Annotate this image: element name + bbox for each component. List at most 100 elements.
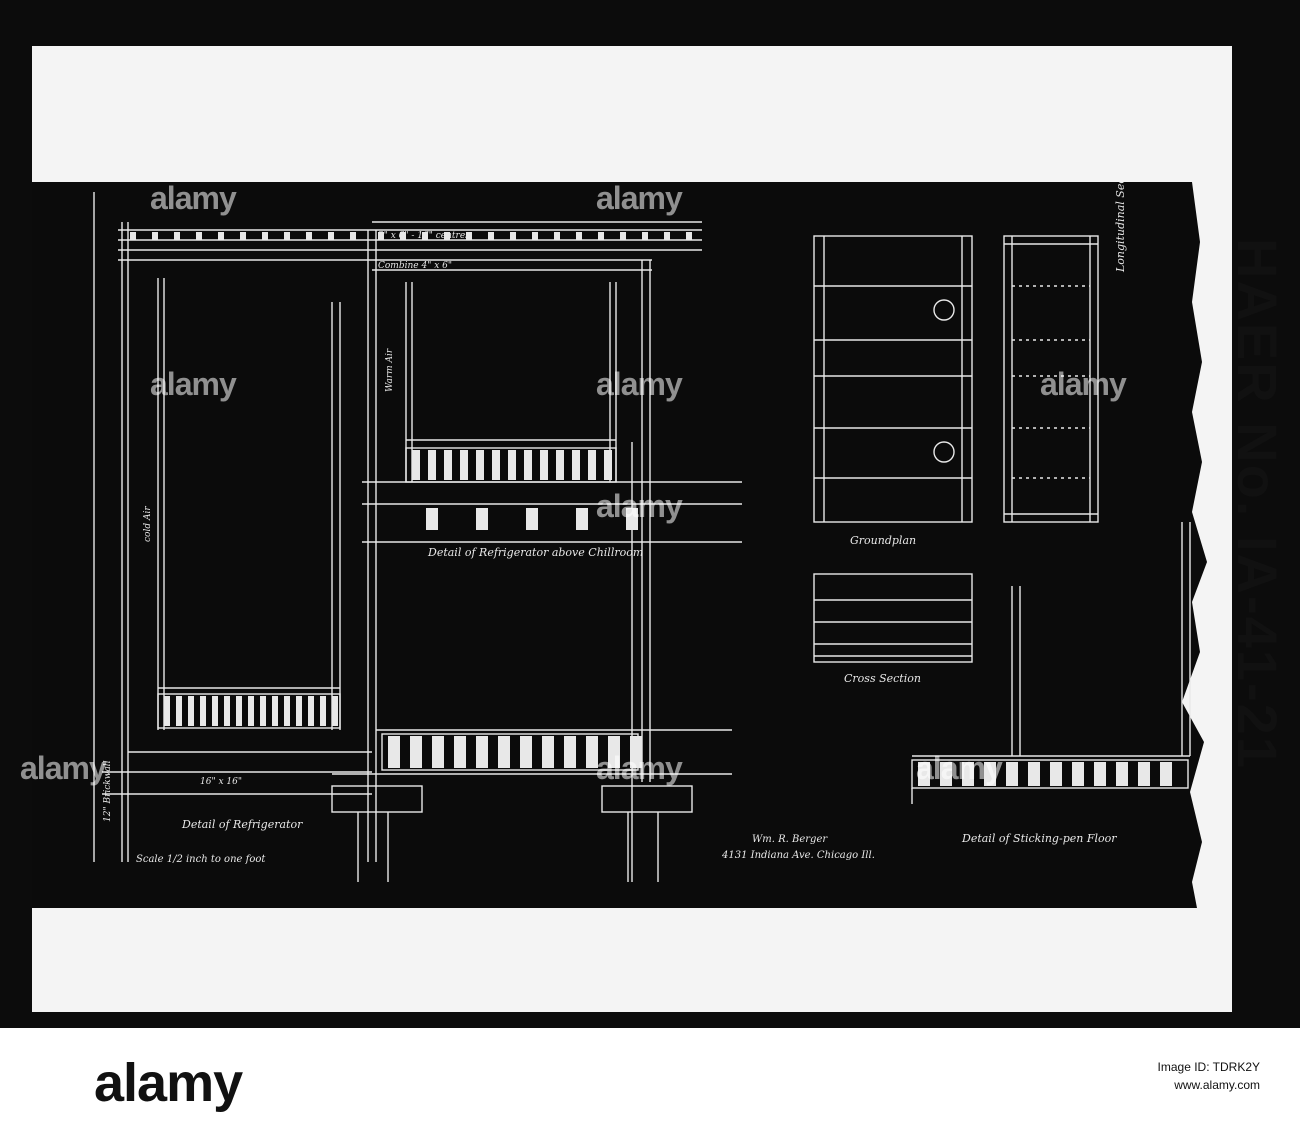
- slat: [564, 736, 576, 768]
- slat: [508, 450, 516, 480]
- beam-end: [426, 508, 438, 530]
- slat: [196, 232, 202, 240]
- slat: [1028, 762, 1040, 786]
- slat: [466, 232, 472, 240]
- slat: [664, 232, 670, 240]
- slat: [524, 450, 532, 480]
- slat: [1116, 762, 1128, 786]
- slat: [476, 450, 484, 480]
- longitudinal-section-hidden-lines: [1012, 285, 1090, 479]
- slat: [686, 232, 692, 240]
- label-groundplan: Groundplan: [850, 534, 916, 547]
- slat: [284, 696, 290, 726]
- detail-refrigerator-drawing: [93, 192, 372, 862]
- watermark: alamy: [20, 750, 107, 786]
- slat: [918, 762, 930, 786]
- slat: [498, 736, 510, 768]
- record-number-block: HAER No. IA-41-21: [1226, 238, 1294, 1008]
- slat: [1006, 762, 1018, 786]
- slat: [284, 232, 290, 240]
- slat: [532, 232, 538, 240]
- slat: [164, 696, 170, 726]
- watermark: alamy: [596, 180, 683, 216]
- beam-end: [526, 508, 538, 530]
- slat: [608, 736, 620, 768]
- label-combine: Combine 4" x 6": [378, 261, 452, 271]
- slat: [576, 232, 582, 240]
- slat: [542, 736, 554, 768]
- slat: [630, 736, 642, 768]
- groundplan-drawing: [813, 235, 973, 523]
- slat: [188, 696, 194, 726]
- slat: [604, 450, 612, 480]
- slat: [598, 232, 604, 240]
- slat: [540, 450, 548, 480]
- watermark: alamy: [916, 750, 1003, 786]
- slat: [984, 762, 996, 786]
- slat: [388, 736, 400, 768]
- slat: [320, 696, 326, 726]
- slat: [236, 696, 242, 726]
- slat: [1072, 762, 1084, 786]
- slat: [350, 232, 356, 240]
- alamy-logo: alamy: [94, 1053, 243, 1113]
- slat: [1160, 762, 1172, 786]
- slat: [1138, 762, 1150, 786]
- beam-end: [626, 508, 638, 530]
- label-cold-air: cold Air: [143, 506, 153, 542]
- slat: [218, 232, 224, 240]
- torn-edge: [1182, 182, 1232, 908]
- label-joists: 2" x 6" - 16" centres: [377, 231, 470, 241]
- slat: [1050, 762, 1062, 786]
- slat: [572, 450, 580, 480]
- slat: [422, 232, 428, 240]
- label-cross-section: Cross Section: [844, 672, 921, 685]
- slat: [240, 232, 246, 240]
- slat: [130, 232, 136, 240]
- slat: [488, 232, 494, 240]
- slat: [556, 450, 564, 480]
- slat: [410, 736, 422, 768]
- stock-caption: Image ID: TDRK2Y www.alamy.com: [1158, 1058, 1260, 1094]
- slat: [454, 736, 466, 768]
- slat: [378, 232, 384, 240]
- slat: [1094, 762, 1106, 786]
- blueprint-drawing: Detail of Refrigerator Detail of Refrige…: [93, 156, 1232, 908]
- stock-footer: [0, 1028, 1300, 1130]
- slat: [510, 232, 516, 240]
- beam-end: [576, 508, 588, 530]
- label-brickwall: 12" Brickwall: [103, 760, 113, 822]
- slat: [940, 762, 952, 786]
- slat: [308, 696, 314, 726]
- slat: [554, 232, 560, 240]
- slat: [460, 450, 468, 480]
- title-sticking-pen-floor: Detail of Sticking-pen Floor: [961, 832, 1117, 845]
- watermark: alamy: [596, 366, 683, 402]
- slat: [642, 232, 648, 240]
- beam-end: [476, 508, 488, 530]
- slat: [588, 450, 596, 480]
- slat: [174, 232, 180, 240]
- slat: [432, 736, 444, 768]
- blueprint-sheet: Detail of Refrigerator Detail of Refrige…: [32, 156, 1232, 908]
- slat: [262, 232, 268, 240]
- slat: [400, 232, 406, 240]
- slat: [520, 736, 532, 768]
- image-id-label: Image ID: TDRK2Y: [1157, 1060, 1260, 1074]
- slat: [444, 232, 450, 240]
- title-detail-chillroom: Detail of Refrigerator above Chillroom: [427, 546, 643, 559]
- label-timber: 16" x 16": [200, 777, 242, 787]
- site-label: www.alamy.com: [1174, 1078, 1260, 1092]
- slat: [200, 696, 206, 726]
- author-address: 4131 Indiana Ave. Chicago Ill.: [721, 850, 875, 861]
- slat: [176, 696, 182, 726]
- slat: [332, 696, 338, 726]
- slat: [272, 696, 278, 726]
- slat: [412, 450, 420, 480]
- label-longitudinal-section: Longitudinal Section: [1114, 182, 1127, 273]
- slat: [444, 450, 452, 480]
- cross-section-drawing: [813, 573, 973, 663]
- label-warm-air: Warm Air: [385, 348, 395, 392]
- longitudinal-section-drawing: [1003, 235, 1099, 523]
